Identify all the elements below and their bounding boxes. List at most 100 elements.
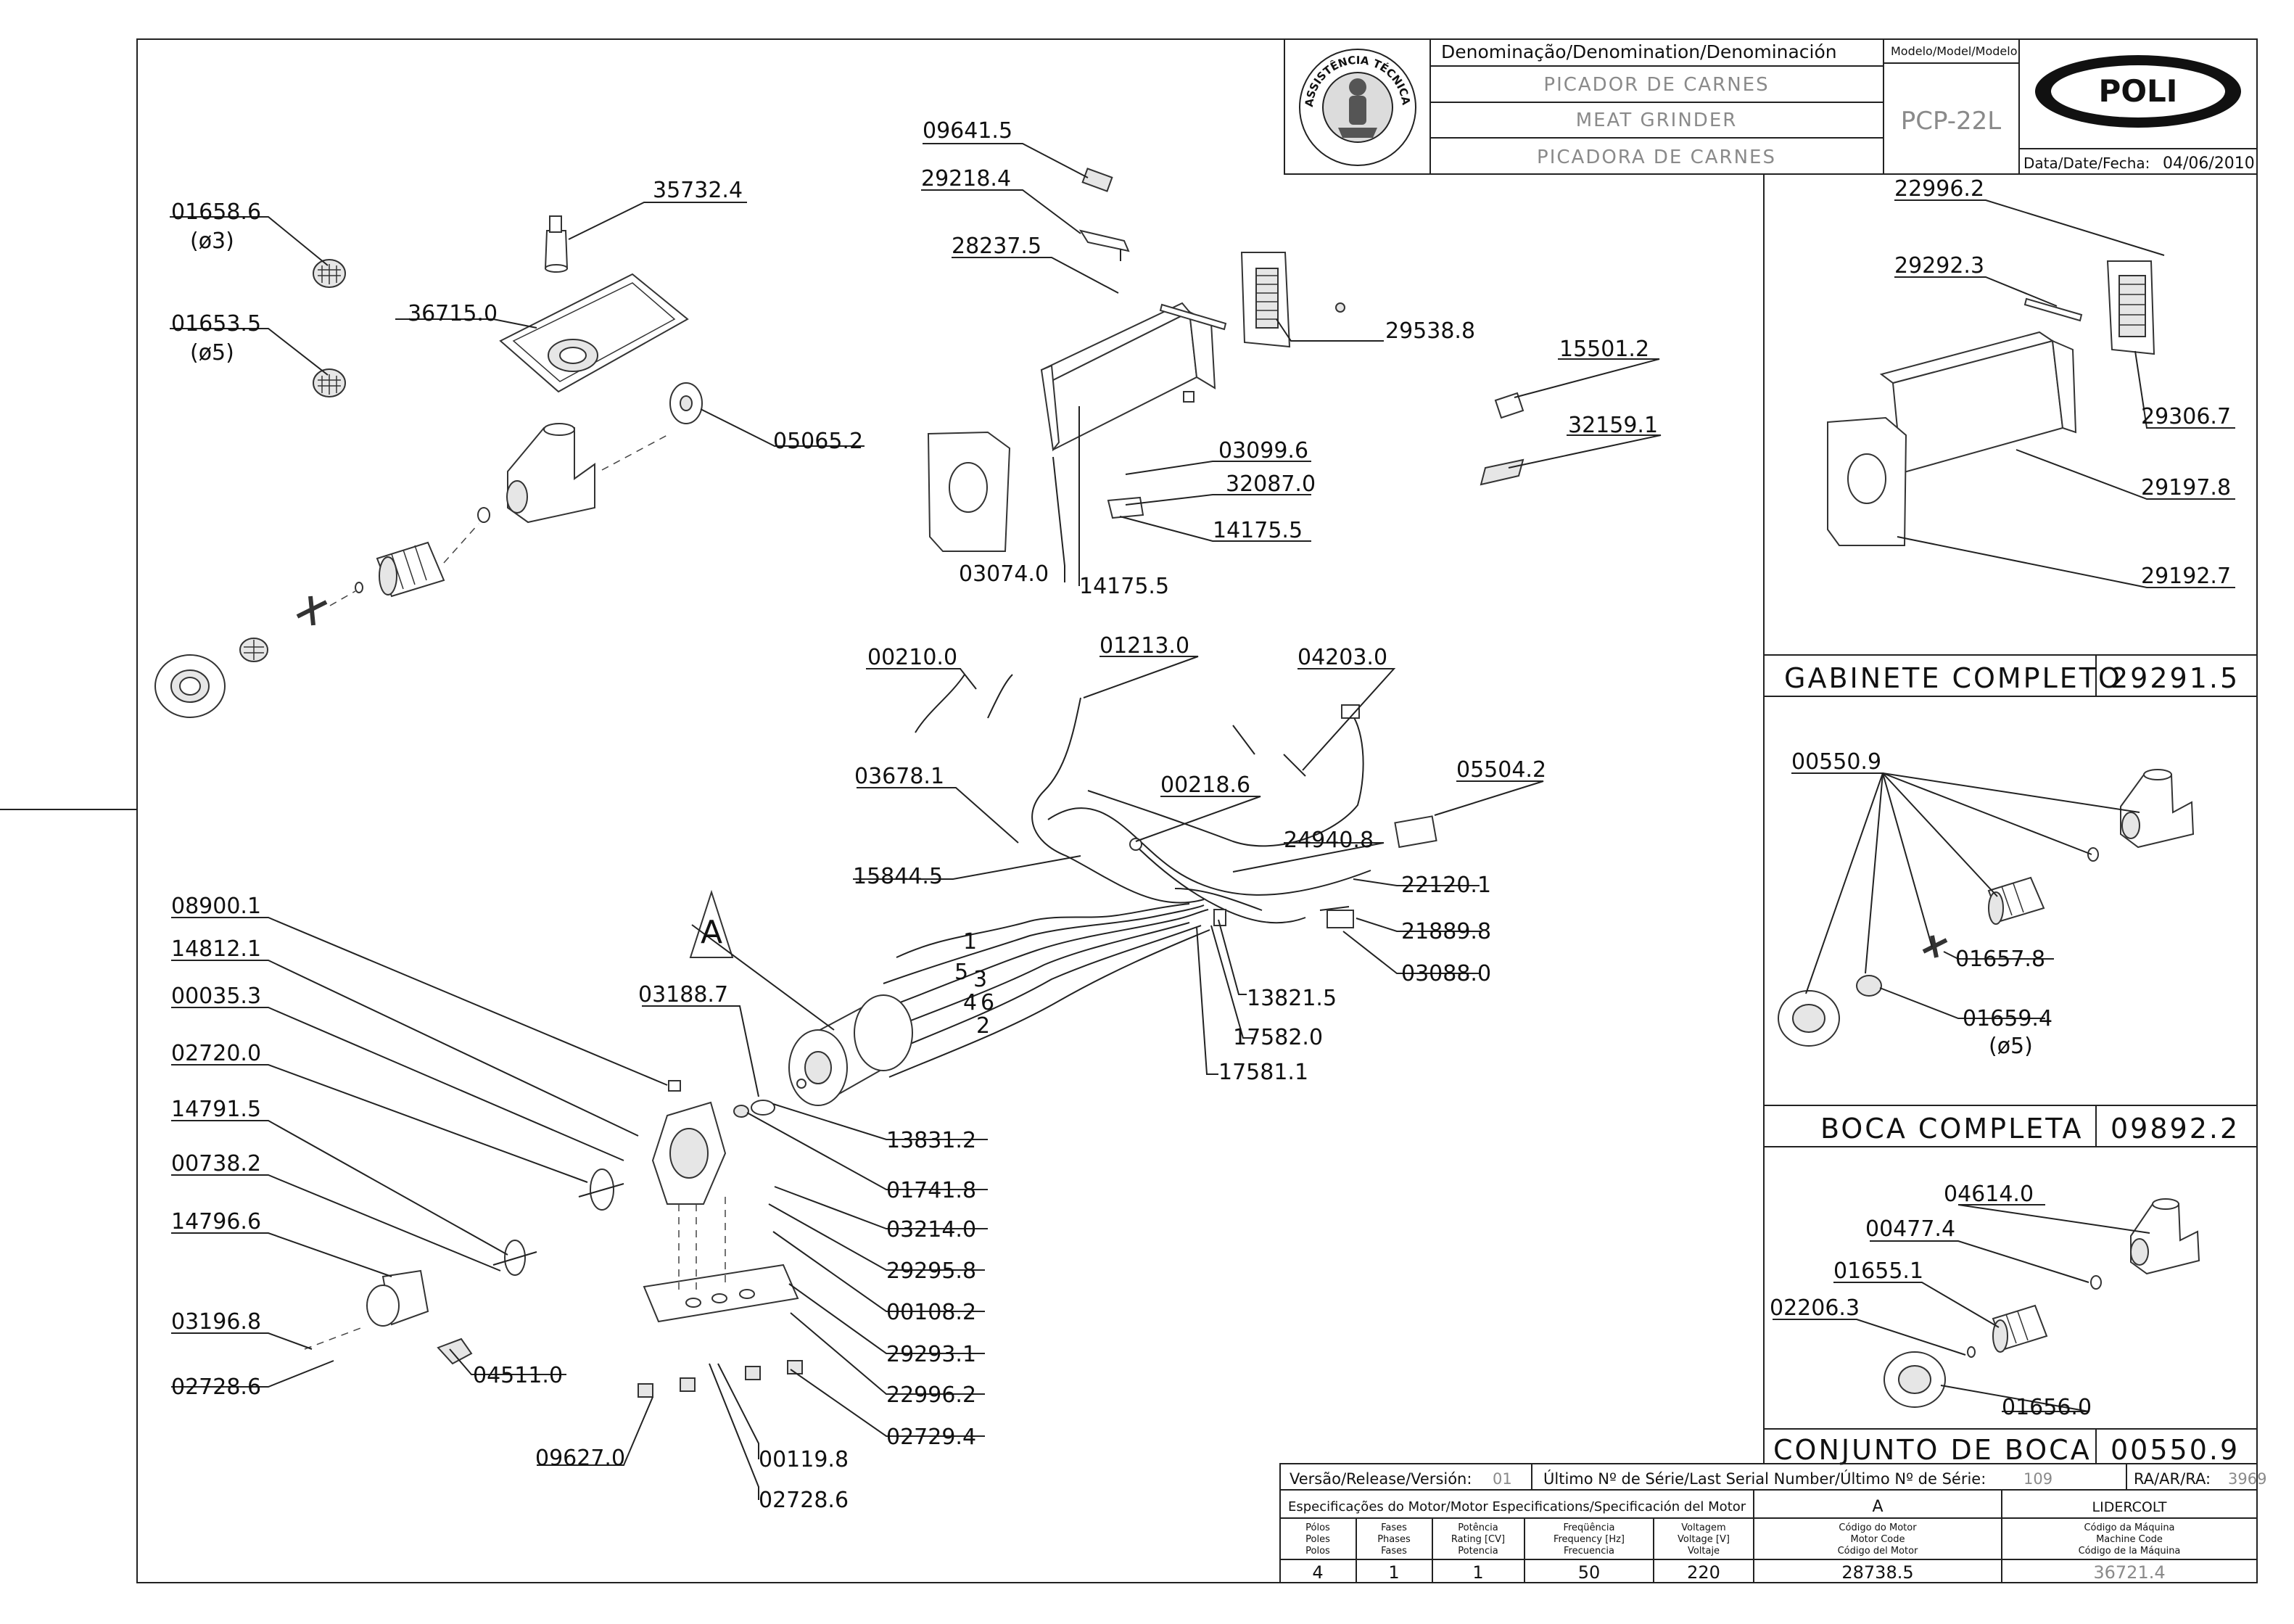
wire-number-5: 5 xyxy=(954,960,968,985)
callout-22996-2-b: 22996.2 xyxy=(1894,176,1984,202)
callout-00108-2: 00108.2 xyxy=(886,1300,976,1325)
callout-35732-4: 35732.4 xyxy=(653,178,743,203)
callout-13821-5: 13821.5 xyxy=(1247,986,1337,1011)
section-title-conjunto: CONJUNTO DE BOCA xyxy=(1773,1434,2092,1466)
callout-15501-2: 15501.2 xyxy=(1559,337,1649,362)
wire-number-2: 2 xyxy=(976,1013,990,1039)
spec-header-cell: Potência xyxy=(1458,1522,1498,1533)
callout-00210-0: 00210.0 xyxy=(867,645,957,670)
name-pt: PICADOR DE CARNES xyxy=(1543,74,1769,96)
spec-value-cell: 50 xyxy=(1578,1562,1601,1583)
callout-29218-4: 29218.4 xyxy=(921,166,1011,191)
callout-02206-3: 02206.3 xyxy=(1770,1295,1860,1321)
version-label: Versão/Release/Versión: xyxy=(1290,1470,1472,1488)
callout-13831-2: 13831.2 xyxy=(886,1128,976,1153)
sticker xyxy=(1494,392,1524,419)
serial-label: Último Nº de Série/Last Serial Number/Úl… xyxy=(1543,1470,1986,1488)
knife xyxy=(296,595,328,626)
base-plate xyxy=(643,1264,799,1323)
spec-header-cell: Freqüência xyxy=(1563,1522,1614,1533)
callout-03074-0: 03074.0 xyxy=(959,561,1049,587)
callout-01656-0: 01656.0 xyxy=(2002,1395,2092,1420)
spec-header-cell: Código do Motor xyxy=(1839,1522,1917,1533)
callout-02720-0: 02720.0 xyxy=(171,1041,261,1066)
spec-value-cell: 4 xyxy=(1312,1562,1323,1583)
callout-dia-5: (ø5) xyxy=(190,340,234,366)
callout-15844-5: 15844.5 xyxy=(853,864,943,889)
spec-header-cell: Frequency [Hz] xyxy=(1554,1534,1625,1545)
grinder-head-assembly xyxy=(154,215,703,718)
date-label: Data/Date/Fecha: xyxy=(2023,154,2150,172)
callout-14791-5: 14791.5 xyxy=(171,1097,261,1122)
spec-header-cell: Código del Motor xyxy=(1838,1546,1918,1557)
spec-header-cell: Pólos xyxy=(1305,1522,1330,1533)
callout-02729-4: 02729.4 xyxy=(886,1425,976,1450)
callout-29192-7: 29192.7 xyxy=(2141,564,2231,589)
callout-29306-7: 29306.7 xyxy=(2141,404,2231,429)
callout-22120-1: 22120.1 xyxy=(1401,873,1491,898)
callout-09627-0: 09627.0 xyxy=(535,1446,625,1471)
callout-08900-1: 08900.1 xyxy=(171,894,261,919)
wire-number-6: 6 xyxy=(981,990,994,1015)
callout-dia-3: (ø3) xyxy=(190,228,234,254)
callout-01213-0: 01213.0 xyxy=(1099,633,1189,659)
callout-32087-0: 32087.0 xyxy=(1226,471,1316,497)
motor-marker: A xyxy=(701,914,722,951)
title-block: ASSISTÊNCIA TÉCNICA AUTORIZADA Denominaç… xyxy=(0,0,2258,175)
gearbox-assembly xyxy=(304,1080,803,1398)
spec-value-cell: 220 xyxy=(1687,1562,1720,1583)
spec-header-cell: Voltage [V] xyxy=(1678,1534,1730,1545)
spec-table xyxy=(1279,1463,2258,1583)
callout-17581-1: 17581.1 xyxy=(1218,1060,1308,1085)
spec-header-cell: Fases xyxy=(1381,1546,1407,1557)
callout-01655-1: 01655.1 xyxy=(1833,1258,1923,1284)
motor-maker: LIDERCOLT xyxy=(2092,1499,2167,1515)
callout-36715-0: 36715.0 xyxy=(408,301,498,326)
conjunto-drawing xyxy=(1884,1198,2200,1408)
label-plate xyxy=(1081,168,1113,192)
spec-header-cell: Polos xyxy=(1305,1546,1330,1557)
callout-01657-8: 01657.8 xyxy=(1955,947,2045,972)
callout-boca-dia-5: (ø5) xyxy=(1989,1034,2033,1059)
spec-value-cell: 1 xyxy=(1388,1562,1399,1583)
callout-05504-2: 05504.2 xyxy=(1456,757,1546,783)
callout-24940-8: 24940.8 xyxy=(1284,828,1374,853)
section-code-gabinete: 29291.5 xyxy=(2111,662,2240,694)
callout-01741-8: 01741.8 xyxy=(886,1178,976,1203)
callout-04614-0: 04614.0 xyxy=(1944,1182,2034,1207)
callout-03099-6: 03099.6 xyxy=(1218,438,1308,463)
section-code-boca: 09892.2 xyxy=(2111,1113,2240,1145)
callout-00550-9: 00550.9 xyxy=(1791,749,1881,775)
callout-14175-5-b: 14175.5 xyxy=(1079,574,1169,599)
callout-29292-3: 29292.3 xyxy=(1894,253,1984,279)
section-title-boca: BOCA COMPLETA xyxy=(1820,1113,2084,1145)
motor-spec-title: Especificações do Motor/Motor Especifica… xyxy=(1288,1499,1746,1514)
callout-03214-0: 03214.0 xyxy=(886,1217,976,1242)
callout-01653-5: 01653.5 xyxy=(171,311,261,337)
wire-number-3: 3 xyxy=(973,967,987,992)
callout-14812-1: 14812.1 xyxy=(171,936,261,962)
authorized-service-seal: ASSISTÊNCIA TÉCNICA AUTORIZADA xyxy=(0,0,1416,166)
power-label xyxy=(1394,815,1437,849)
callout-00218-6: 00218.6 xyxy=(1160,772,1250,798)
callout-29197-8: 29197.8 xyxy=(2141,475,2231,500)
gabinete-drawing xyxy=(1827,260,2155,546)
wire-number-4: 4 xyxy=(963,990,977,1015)
callout-02728-6-a: 02728.6 xyxy=(171,1374,261,1400)
spec-header-cell: Rating [CV] xyxy=(1451,1534,1505,1545)
callout-03188-7: 03188.7 xyxy=(638,982,728,1007)
date-value: 04/06/2010 xyxy=(2163,154,2255,173)
spec-header-cell: Machine Code xyxy=(2096,1534,2163,1545)
spec-header-cell: Motor Code xyxy=(1851,1534,1905,1545)
capacitor xyxy=(1327,910,1354,928)
spec-value-cell: 1 xyxy=(1472,1562,1483,1583)
spec-header-cell: Voltagem xyxy=(1681,1522,1725,1533)
callout-03196-8: 03196.8 xyxy=(171,1309,261,1335)
callout-28237-5: 28237.5 xyxy=(952,234,1041,259)
callout-02728-6-b: 02728.6 xyxy=(759,1488,849,1513)
ra-label: RA/AR/RA: xyxy=(2134,1470,2211,1488)
spec-header-cell: Fases xyxy=(1381,1522,1407,1533)
callout-14796-6: 14796.6 xyxy=(171,1209,261,1235)
callout-21889-8: 21889.8 xyxy=(1401,919,1491,944)
spec-header-cell: Voltaje xyxy=(1688,1546,1720,1557)
